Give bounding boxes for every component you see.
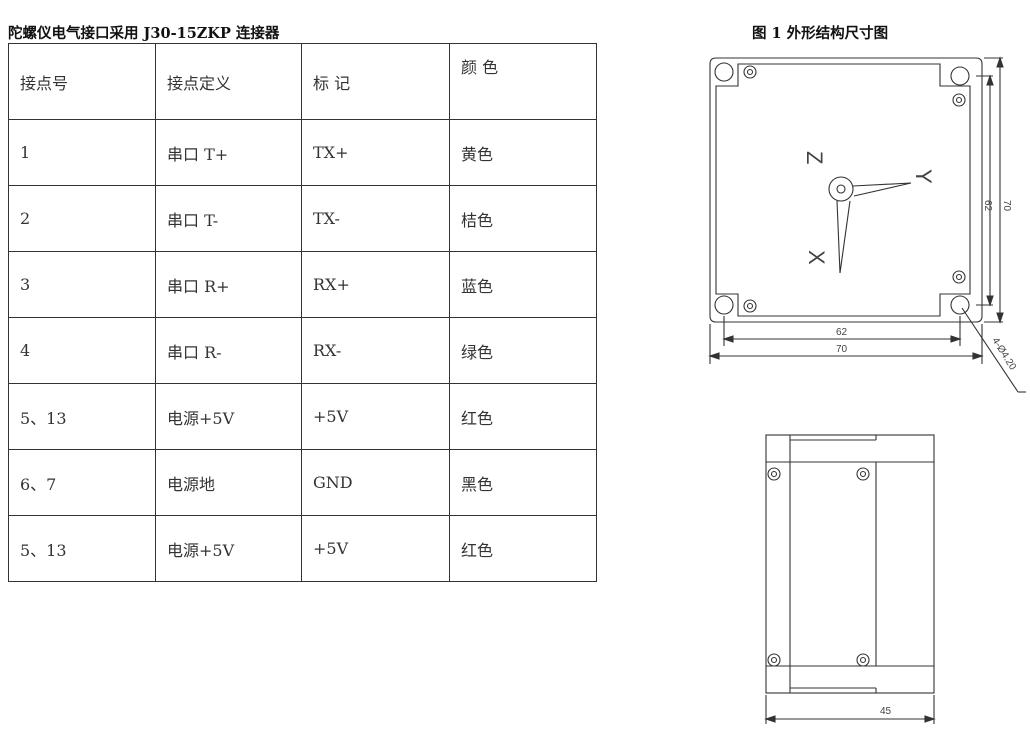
table-row: 5、13 电源+5V +5V 红色 [8,515,597,582]
screw-icon [856,653,870,667]
figure-title: 图 1 外形结构尺寸图 [752,25,889,42]
pin-definition: 串口 R- [155,317,302,384]
dim-inner-width: 62 [836,327,848,338]
pin-definition: 串口 T- [155,185,302,252]
table-row: 4 串口 R- RX- 绿色 [8,317,597,384]
dim-side-depth: 45 [880,706,892,717]
pin-definition: 串口 T+ [155,119,302,186]
housing-inner-outline [715,63,971,317]
dim-outer-height: 70 [1001,200,1012,212]
axis-origin-icon [828,176,854,202]
table-header-row: 接点号 接点定义 标 记 颜 色 [8,43,597,120]
screw-icon [856,467,870,481]
y-axis-arrow-icon [852,182,912,197]
z-axis-label: Z [802,151,827,164]
mounting-hole-icon [950,66,970,86]
pin-number: 1 [8,119,156,186]
housing-outline [709,57,983,323]
screw-icon [952,93,966,107]
table-row: 5、13 电源+5V +5V 红色 [8,383,597,450]
mounting-hole-icon [714,295,734,315]
screw-icon [743,299,757,313]
signal-label: +5V [301,383,450,450]
pin-definition-table: 接点号 接点定义 标 记 颜 色 1 串口 T+ TX+ 黄色 2 串口 T- … [8,43,597,582]
wire-color: 绿色 [449,317,597,384]
screw-icon [743,65,757,79]
header-signal-label: 标 记 [301,43,450,120]
screw-icon [767,653,781,667]
wire-color: 红色 [449,383,597,450]
x-axis-arrow-icon [836,200,851,274]
pin-definition: 电源+5V [155,383,302,450]
signal-label: RX- [301,317,450,384]
table-row: 2 串口 T- TX- 桔色 [8,185,597,252]
header-wire-color: 颜 色 [449,43,597,120]
wire-color: 红色 [449,515,597,582]
pin-number: 6、7 [8,449,156,516]
mounting-hole-icon [714,62,734,82]
dim-inner-height: 62 [982,200,993,212]
document-title: 陀螺仪电气接口采用 J30-15ZKP 连接器 [8,25,280,42]
pin-number: 5、13 [8,515,156,582]
pin-number: 3 [8,251,156,318]
signal-label: +5V [301,515,450,582]
mounting-hole-icon [950,295,970,315]
y-axis-label: Y [911,169,936,184]
header-pin-number: 接点号 [8,43,156,120]
wire-color: 桔色 [449,185,597,252]
x-axis-label: X [804,250,829,265]
screw-icon [952,270,966,284]
wire-color: 蓝色 [449,251,597,318]
dim-outer-width: 70 [836,344,848,355]
pin-number: 5、13 [8,383,156,450]
side-housing-outline [765,434,935,694]
table-row: 6、7 电源地 GND 黑色 [8,449,597,516]
table-row: 3 串口 R+ RX+ 蓝色 [8,251,597,318]
screw-icon [767,467,781,481]
pin-definition: 电源+5V [155,515,302,582]
pin-definition: 串口 R+ [155,251,302,318]
